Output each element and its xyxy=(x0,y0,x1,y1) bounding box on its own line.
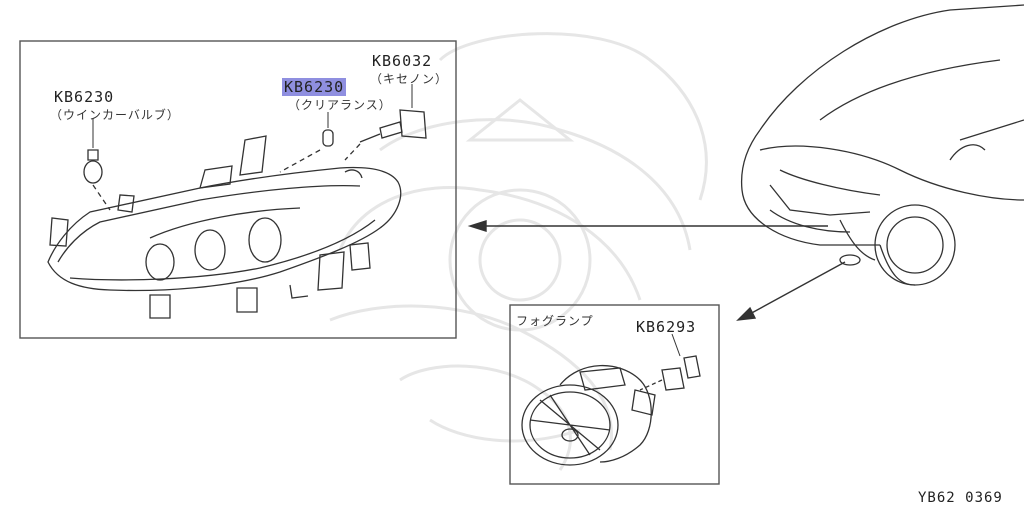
turn-bulb-desc: （ウインカーバルブ） xyxy=(50,108,180,122)
watermark-emblem xyxy=(329,32,708,471)
headlamp-frame xyxy=(19,40,457,339)
xenon-bulb-icon xyxy=(344,109,427,161)
vehicle-outline xyxy=(740,4,1024,286)
fog-lamp-assembly xyxy=(521,364,656,466)
clearance-bulb-icon xyxy=(279,129,334,173)
turn-signal-bulb-icon xyxy=(83,149,111,211)
turn-bulb-code: KB6230 xyxy=(54,88,115,106)
arrows xyxy=(467,220,846,321)
figure-code: YB62 0369 xyxy=(918,490,1003,506)
xenon-desc: （キセノン） xyxy=(370,72,449,86)
foglamp-title: フォグランプ xyxy=(516,314,594,328)
xenon-code: KB6032 xyxy=(372,52,433,70)
foglamp-frame xyxy=(509,304,720,485)
fog-bulb-leader xyxy=(671,333,681,357)
clearance-code: KB6230 xyxy=(282,78,347,96)
headlamp-assembly xyxy=(47,135,402,319)
fog-bulb-icon xyxy=(639,355,701,391)
fog-bulb-code: KB6293 xyxy=(636,318,697,336)
clearance-desc: （クリアランス） xyxy=(288,98,392,112)
clearance-code-highlight: KB6230 xyxy=(282,78,347,96)
